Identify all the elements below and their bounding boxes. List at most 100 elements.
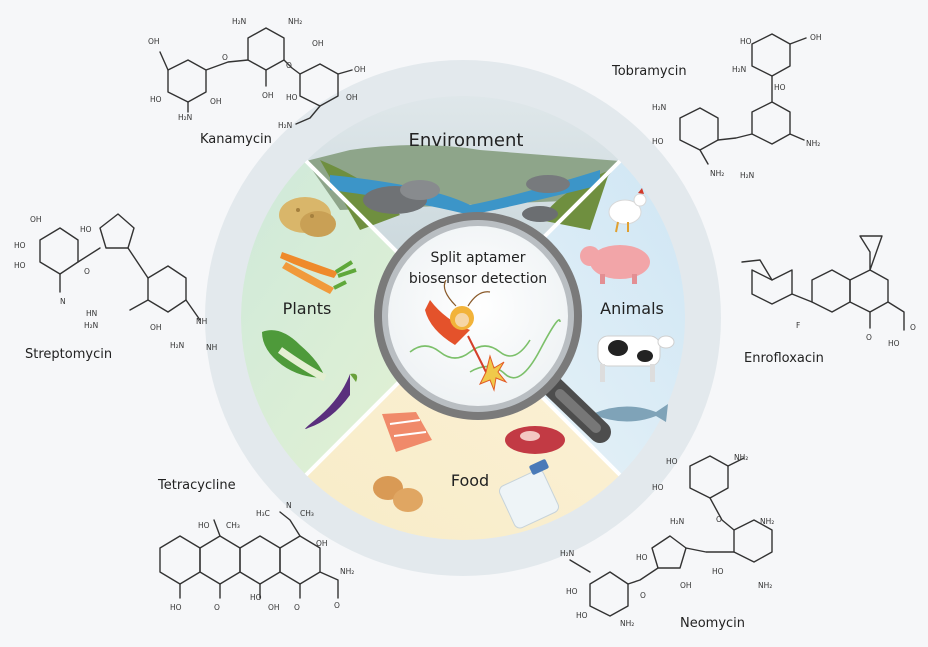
svg-text:O: O [866, 333, 872, 342]
meat-icon [505, 426, 565, 454]
svg-text:NH₂: NH₂ [734, 453, 748, 462]
molecule-label-kanamycin: Kanamycin [200, 132, 272, 147]
svg-text:HO: HO [652, 137, 664, 146]
carrot-icon [280, 252, 357, 294]
svg-text:H₂N: H₂N [652, 103, 666, 112]
cow-icon [597, 335, 675, 382]
svg-text:O: O [640, 591, 646, 600]
svg-text:HO: HO [14, 241, 26, 250]
svg-text:NH: NH [206, 343, 217, 352]
svg-text:OH: OH [148, 37, 160, 46]
svg-text:N: N [60, 297, 66, 306]
svg-text:CH₃: CH₃ [226, 521, 240, 530]
svg-text:HO: HO [80, 225, 92, 234]
sector-label-plants: Plants [283, 299, 332, 318]
svg-text:H₂N: H₂N [84, 321, 98, 330]
molecule-label-streptomycin: Streptomycin [25, 347, 112, 362]
eggplant-icon [305, 373, 358, 429]
svg-text:NH₂: NH₂ [760, 517, 774, 526]
svg-text:H₂N: H₂N [178, 113, 192, 122]
svg-text:HO: HO [652, 483, 664, 492]
magnifier-icon [374, 212, 611, 443]
svg-text:H₃C: H₃C [256, 509, 270, 518]
svg-text:H₂N: H₂N [740, 171, 754, 180]
sector-plants-bg [241, 161, 463, 475]
svg-text:H₂N: H₂N [670, 517, 684, 526]
svg-text:H₂N: H₂N [732, 65, 746, 74]
svg-text:HO: HO [636, 553, 648, 562]
milk-icon [499, 459, 559, 529]
svg-text:O: O [334, 601, 340, 610]
neomycin-structure: HO HO NH₂ H₂N O NH₂ HO NH₂ HO OH O H₂N HO HO NH₂ [560, 453, 774, 628]
svg-text:HO: HO [198, 521, 210, 530]
tobramycin-structure: HO OH H₂N HO H₂N HO NH₂ H₂N NH₂ [652, 33, 822, 180]
svg-text:NH₂: NH₂ [620, 619, 634, 628]
svg-text:HO: HO [566, 587, 578, 596]
sector-label-animals: Animals [600, 299, 664, 318]
svg-text:HO: HO [740, 37, 752, 46]
molecule-label-neomycin: Neomycin [680, 616, 745, 631]
svg-text:NH₂: NH₂ [340, 567, 354, 576]
svg-text:OH: OH [210, 97, 222, 106]
svg-text:HO: HO [666, 457, 678, 466]
svg-text:F: F [796, 321, 800, 330]
svg-text:OH: OH [354, 65, 366, 74]
svg-text:OH: OH [30, 215, 42, 224]
svg-text:OH: OH [262, 91, 274, 100]
potato-icon [279, 197, 336, 237]
svg-text:HO: HO [286, 93, 298, 102]
molecule-label-tetracycline: Tetracycline [157, 478, 236, 493]
svg-text:NH₂: NH₂ [710, 169, 724, 178]
svg-text:OH: OH [316, 539, 328, 548]
svg-text:N: N [286, 501, 292, 510]
svg-text:NH₂: NH₂ [288, 17, 302, 26]
svg-text:O: O [294, 603, 300, 612]
svg-text:O: O [222, 53, 228, 62]
salmon-icon [382, 412, 432, 452]
svg-text:H₂N: H₂N [560, 549, 574, 558]
chicken-icon [608, 188, 647, 233]
svg-text:HO: HO [576, 611, 588, 620]
monkey-king-icon [425, 279, 508, 392]
svg-text:OH: OH [680, 581, 692, 590]
pig-icon [580, 245, 650, 284]
svg-text:HO: HO [250, 593, 262, 602]
mountain-river-icon [306, 145, 620, 230]
center-title-line2: biosensor detection [409, 271, 547, 287]
sector-label-environment: Environment [409, 130, 524, 151]
svg-text:HO: HO [712, 567, 724, 576]
molecule-label-enrofloxacin: Enrofloxacin [744, 351, 824, 366]
bok-choy-icon [262, 330, 327, 382]
svg-text:H₂N: H₂N [232, 17, 246, 26]
svg-text:HO: HO [14, 261, 26, 270]
svg-text:NH₂: NH₂ [758, 581, 772, 590]
svg-text:NH: NH [196, 317, 207, 326]
svg-text:HO: HO [888, 339, 900, 348]
svg-text:O: O [214, 603, 220, 612]
svg-text:O: O [286, 61, 292, 70]
molecule-label-tobramycin: Tobramycin [611, 64, 687, 79]
eggs-icon [373, 476, 423, 512]
center-title-line1: Split aptamer [430, 250, 525, 266]
svg-text:OH: OH [810, 33, 822, 42]
svg-text:O: O [910, 323, 916, 332]
svg-text:HO: HO [774, 83, 786, 92]
fish-icon [592, 404, 668, 422]
svg-text:H₂N: H₂N [278, 121, 292, 130]
svg-text:NH₂: NH₂ [806, 139, 820, 148]
svg-text:O: O [84, 267, 90, 276]
svg-text:HO: HO [150, 95, 162, 104]
sector-label-food: Food [451, 471, 489, 490]
svg-text:O: O [716, 515, 722, 524]
svg-text:HO: HO [170, 603, 182, 612]
svg-text:OH: OH [346, 93, 358, 102]
svg-text:OH: OH [150, 323, 162, 332]
svg-text:OH: OH [268, 603, 280, 612]
enrofloxacin-structure: F O HO O [741, 235, 916, 348]
svg-text:HN: HN [86, 309, 97, 318]
